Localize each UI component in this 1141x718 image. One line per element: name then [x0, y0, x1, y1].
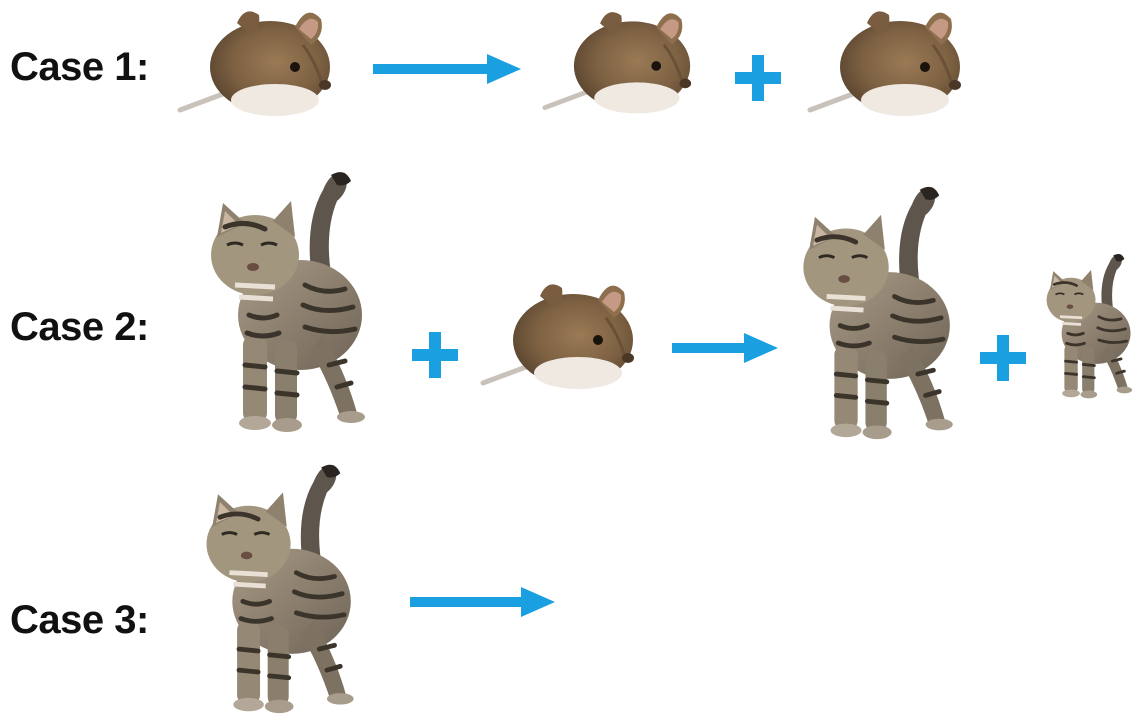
arrow-right-icon: [410, 587, 555, 617]
case-1-label: Case 1:: [10, 45, 149, 89]
case-2-label: Case 2:: [10, 305, 149, 349]
case-3-label: Case 3:: [10, 598, 149, 642]
cat-icon: [197, 458, 367, 716]
plus-icon: [735, 55, 781, 101]
mouse-icon: [478, 278, 638, 398]
arrow-right-icon: [672, 333, 778, 363]
cat-icon: [205, 165, 375, 435]
cat-icon: [795, 180, 965, 442]
plus-icon: [412, 332, 458, 378]
mouse-icon: [175, 5, 335, 125]
mouse-icon: [540, 5, 695, 123]
mouse-icon: [805, 5, 965, 125]
plus-icon: [980, 335, 1026, 381]
kitten-icon: [1043, 250, 1138, 400]
arrow-right-icon: [373, 54, 521, 84]
